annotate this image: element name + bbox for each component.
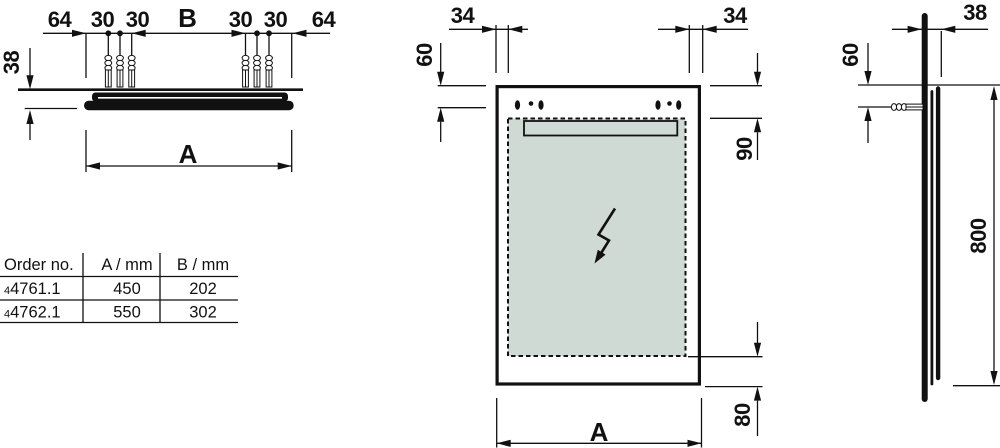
arrowhead-left <box>496 439 511 447</box>
dim-label-34-left: 34 <box>451 3 476 28</box>
dim-label-A: A <box>179 139 198 169</box>
arrowhead-up <box>26 110 34 124</box>
arrowhead-right <box>482 25 496 33</box>
arrowhead-up <box>864 107 872 121</box>
order-table: Order no. A / mm B / mm 44761.1 450 202 … <box>0 253 238 324</box>
arrowhead-right <box>687 439 702 447</box>
electrical-connection-icon <box>594 207 617 264</box>
dim-label-800: 800 <box>966 218 991 253</box>
dim-label-30: 30 <box>229 7 253 32</box>
value-b-mm: 202 <box>189 280 217 298</box>
arrowhead-right <box>277 162 292 170</box>
mounting-hole <box>514 100 521 110</box>
arrowhead-right <box>72 29 86 37</box>
dim-label-30: 30 <box>126 7 150 32</box>
reference-line <box>437 85 486 109</box>
arrowhead-up <box>990 86 998 100</box>
mirror-glass-profile <box>84 100 294 111</box>
dim-label-90: 90 <box>732 137 757 161</box>
arrowhead-right <box>675 25 690 33</box>
light-fixture <box>523 120 679 137</box>
arrowhead-down <box>864 71 872 85</box>
arrowhead-down <box>753 71 762 86</box>
dim-label-38: 38 <box>963 0 987 25</box>
mounting-hole <box>655 100 661 110</box>
mounting-hole <box>528 101 534 106</box>
table-header-b-mm: B / mm <box>177 256 229 274</box>
dim-label-60: 60 <box>412 43 437 67</box>
table-header-order-no: Order no. <box>4 256 74 274</box>
value-b-mm: 302 <box>189 304 217 322</box>
arrowhead-down <box>26 75 34 90</box>
extension-line <box>688 25 704 73</box>
extension-line <box>496 398 703 448</box>
reference-line <box>858 84 1000 108</box>
wall-anchor-icon <box>241 54 250 88</box>
arrowhead-left <box>292 29 307 37</box>
order-number-prefix: 4 <box>4 285 10 297</box>
order-number: 44761.1 <box>4 280 61 298</box>
value-a-mm: 450 <box>113 280 141 298</box>
wall-anchor-icon <box>265 54 273 88</box>
dim-label-64-left: 64 <box>48 7 73 32</box>
dim-label-B: B <box>178 3 197 33</box>
dimension-dot <box>117 30 123 37</box>
top-view: 64 30 30 B 30 30 64 38 A <box>0 3 337 172</box>
arrowhead-left <box>702 25 717 33</box>
arrowhead-up <box>753 118 762 133</box>
extension-line <box>495 25 509 73</box>
reference-line <box>688 356 763 388</box>
arrowhead-down <box>990 371 998 385</box>
arrowhead-left <box>941 25 956 33</box>
mounting-hole <box>676 100 682 110</box>
arrowhead-down <box>437 71 445 86</box>
reference-line <box>710 85 762 119</box>
dim-label-30: 30 <box>91 7 115 32</box>
arrowhead-up <box>753 386 762 401</box>
hole-axis-line <box>107 33 270 58</box>
dim-label-64-right: 64 <box>312 7 337 32</box>
wall-anchor-icon <box>253 54 261 88</box>
dim-label-80: 80 <box>730 403 755 427</box>
wall-anchor-icon <box>127 54 136 88</box>
table-row: 44762.1 550 302 <box>4 304 217 322</box>
order-number-prefix: 4 <box>4 309 10 321</box>
dim-label-38: 38 <box>0 51 24 75</box>
dim-label-34-right: 34 <box>723 3 748 28</box>
mirror-glass-area <box>507 117 687 357</box>
dimension-dot <box>254 30 260 37</box>
wall-anchor-icon <box>116 54 124 88</box>
dimension-dot <box>105 30 112 37</box>
arrowhead-down <box>753 342 762 357</box>
arrowhead-left <box>508 25 523 33</box>
dim-label-30: 30 <box>264 7 288 32</box>
value-a-mm: 550 <box>113 304 141 322</box>
arrowhead-left <box>131 29 146 37</box>
dim-label-60: 60 <box>838 43 863 67</box>
dim-label-A: A <box>590 417 609 447</box>
arrowhead-up <box>437 107 445 122</box>
table-header-a-mm: A / mm <box>101 256 152 274</box>
mounting-hole <box>667 101 672 106</box>
side-view: 38 60 800 <box>838 0 1000 402</box>
arrowhead-right <box>231 29 246 37</box>
wall-anchor-icon <box>104 54 113 88</box>
mounting-hole <box>538 100 544 110</box>
arrowhead-left <box>86 162 100 170</box>
dimension-dot <box>266 30 272 37</box>
table-grid <box>0 253 238 324</box>
extension-line <box>85 130 293 172</box>
order-number: 44762.1 <box>4 304 61 322</box>
table-row: 44761.1 450 202 <box>4 280 217 298</box>
wall-anchor-icon <box>890 103 924 111</box>
front-view: 34 34 60 90 80 A <box>412 3 763 448</box>
arrowhead-right <box>907 25 922 33</box>
